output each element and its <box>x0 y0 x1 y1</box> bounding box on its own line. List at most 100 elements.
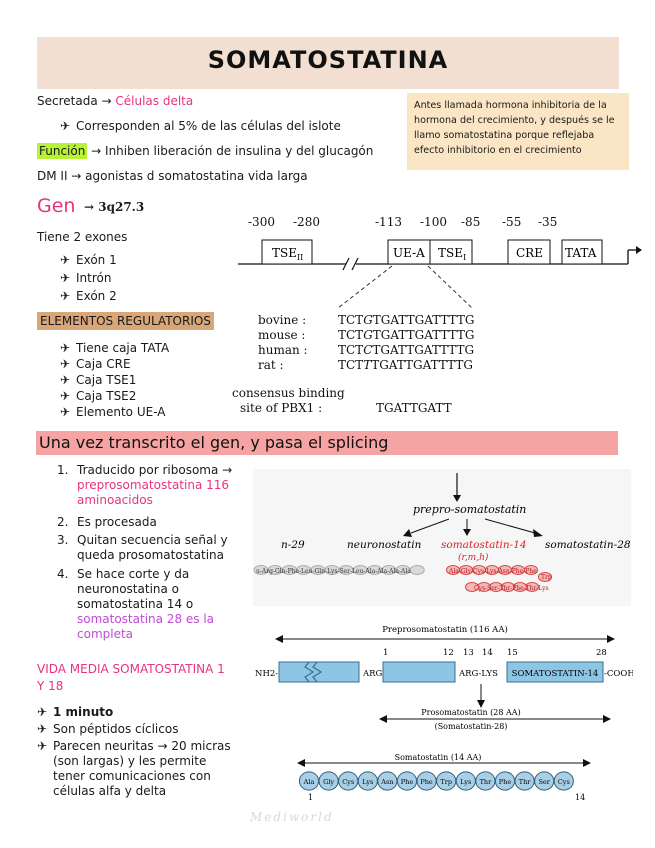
arrow-icon <box>463 529 471 536</box>
position-label: -35 <box>538 215 557 229</box>
sequence-trp: Trp <box>541 574 552 581</box>
residue-bead <box>465 582 479 592</box>
bullet-arrow-icon: ✈ <box>37 722 48 736</box>
tata-box <box>561 239 603 265</box>
break-mark <box>351 257 359 271</box>
somatostatin-14-sub: (r,m,h) <box>458 552 489 563</box>
step-line: preprosomatostatina 116 <box>77 478 230 492</box>
residue-label: Cys <box>342 778 354 786</box>
tse1-label: TSEI <box>438 246 466 262</box>
tata-label: TATA <box>565 246 597 260</box>
tse1-box <box>429 239 473 265</box>
arrow-icon <box>533 529 543 537</box>
residue-circle <box>553 771 574 791</box>
list-item-text: Caja TSE1 <box>76 373 137 387</box>
residue-label: Trp <box>440 778 452 786</box>
sst14-chain <box>446 565 552 592</box>
step-line: aminoacidos <box>77 493 153 507</box>
bullet-arrow-icon: ✈ <box>60 119 71 133</box>
branch-line <box>484 518 536 534</box>
corresponden-text: Corresponden al 5% de las células del is… <box>76 119 341 133</box>
residue-label: Asn <box>380 778 393 786</box>
neuronostatin-chain <box>253 565 425 575</box>
left-arrow-icon <box>275 635 283 643</box>
tss-arrow-icon <box>636 246 642 254</box>
down-arrow-icon <box>477 700 485 708</box>
sst14-box <box>506 661 604 683</box>
residue-number: 28 <box>596 648 607 658</box>
residue-bead <box>524 565 538 575</box>
list-item-text: Exón 2 <box>76 289 117 303</box>
somatostatin-14-label: somatostatin-14 <box>441 539 527 551</box>
cooh-label: -COOH <box>604 669 633 679</box>
sequence-mid-top: Ala-Gly-Cys-Lys-Asn-Phe-Phe <box>448 568 537 575</box>
sequence-human: TCTCTGATTGATTTTG <box>338 343 474 357</box>
bullet-arrow-icon: ✈ <box>60 405 71 419</box>
list-item: ✈ Intrón <box>60 271 117 286</box>
residue-label: Gly <box>323 778 334 786</box>
signature-watermark: Mediworld <box>250 810 334 824</box>
list-item: ✈Tiene caja TATA <box>60 341 169 356</box>
sst-span-label: Somatostatin (14 AA) <box>395 753 482 762</box>
bullet-arrow-icon: ✈ <box>60 271 71 285</box>
step-line: completa <box>77 627 134 641</box>
position-label: -85 <box>461 215 480 229</box>
gene-promoter-diagram: -300 -280 -113 -100 -85 -55 -35 TSEII UE… <box>232 215 642 415</box>
step-line: somatostatina 28 es la <box>77 612 215 626</box>
steps-list: 1. Traducido por ribosoma → preprosomato… <box>57 463 247 653</box>
residue-bead <box>538 572 552 582</box>
step-1: Traducido por ribosoma → preprosomatosta… <box>77 463 232 508</box>
zoom-line <box>337 265 393 309</box>
dm-line: DM II → agonistas d somatostatina vida l… <box>37 169 308 183</box>
step-number: 2. <box>57 515 69 529</box>
break-zigzag <box>304 661 315 683</box>
zoom-line <box>427 265 473 309</box>
uea-label: UE-A <box>393 246 425 260</box>
bullet-arrow-icon: ✈ <box>60 373 71 387</box>
regulatorios-header: ELEMENTOS REGULATORIOS <box>37 312 214 330</box>
list-item: ✈Caja CRE <box>60 357 169 372</box>
list-item-text: Intrón <box>76 271 112 285</box>
list-item-text: Caja TSE2 <box>76 389 137 403</box>
step-line: Traducido por ribosoma → <box>77 463 233 477</box>
list-item-text: tener comunicaciones con <box>53 769 211 783</box>
secretada-prefix: Secretada → <box>37 94 112 108</box>
position-label: -113 <box>375 215 402 229</box>
vida-media-line: VIDA MEDIA SOMATOSTATINA 1 <box>37 662 225 676</box>
residue-number: 1 <box>383 648 388 658</box>
position-label: -300 <box>248 215 275 229</box>
tse2-label: TSEII <box>272 246 303 262</box>
branch-line <box>410 518 450 534</box>
prepro-label: prepro-somatostatin <box>413 503 526 516</box>
residue-label: Thr <box>480 778 493 786</box>
page-title: SOMATOSTATINA <box>207 46 449 74</box>
bullet-arrow-icon: ✈ <box>60 357 71 371</box>
n29-label: n-29 <box>281 539 305 551</box>
vida-media-bullets: ✈1 minuto ✈Son péptidos cíclicos ✈Parece… <box>37 705 231 799</box>
list-item-text: Exón 1 <box>76 253 117 267</box>
bullet-arrow-icon: ✈ <box>60 253 71 267</box>
list-item: ✈ Exón 1 <box>60 253 117 268</box>
bullet-arrow-icon: ✈ <box>37 739 48 753</box>
neuronostatin-label: neuronostatin <box>347 539 422 551</box>
sst14-box-label: SOMATOSTATIN-14 <box>512 669 599 679</box>
residue-first: 1 <box>308 793 313 802</box>
arglys-label: ARG-LYS <box>458 669 498 679</box>
residue-label: Phe <box>401 778 414 786</box>
species-label: human : <box>258 343 308 357</box>
list-item-text: Son péptidos cíclicos <box>53 722 179 736</box>
residue-last: 14 <box>575 793 585 802</box>
residue-label: Phe <box>420 778 433 786</box>
note-line: Antes llamada hormona inhibitoria de la <box>414 100 607 111</box>
step-number: 3. <box>57 533 69 547</box>
note-line: efecto inhibitorio en el crecimiento <box>414 145 582 156</box>
right-arrow-icon <box>603 715 611 723</box>
pro-region-box <box>382 661 456 683</box>
sequence-bovine: TCTGTGATTGATTTTG <box>338 313 475 327</box>
gen-heading: Gen <box>37 195 76 217</box>
residue-number: 14 <box>482 648 493 658</box>
left-arrow-icon <box>379 715 387 723</box>
residue-label: Thr <box>519 778 532 786</box>
bullet-arrow-icon: ✈ <box>60 289 71 303</box>
position-label: -100 <box>420 215 447 229</box>
